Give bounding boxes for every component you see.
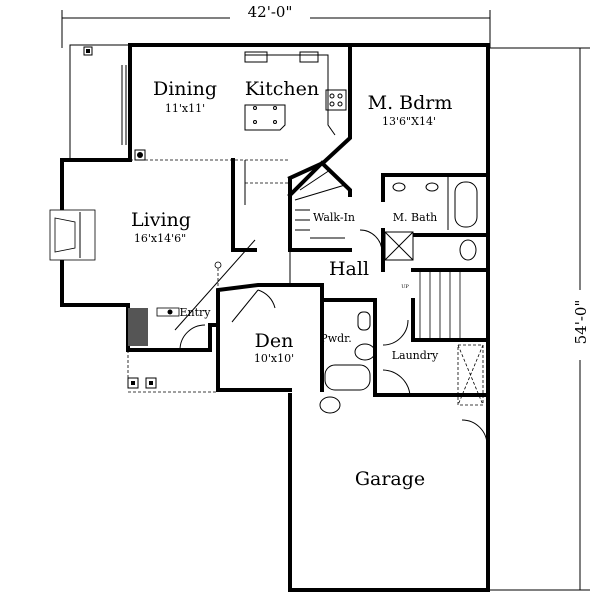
den xyxy=(216,283,324,392)
kitchen-label: Kitchen xyxy=(245,78,319,100)
exterior-walls xyxy=(60,43,490,592)
living-size: 16'x14'6" xyxy=(134,232,186,245)
living-details xyxy=(174,158,290,331)
master-bath-label: M. Bath xyxy=(393,211,437,224)
master-bath xyxy=(359,173,490,272)
laundry-label: Laundry xyxy=(392,349,439,362)
stairs-up-label: UP xyxy=(401,284,409,290)
fireplace xyxy=(49,209,96,261)
entry-label: Entry xyxy=(179,306,211,319)
width-dimension: 42'-0" xyxy=(61,3,491,48)
master-bedroom-size: 13'6"X14' xyxy=(382,115,436,128)
depth-label: 54'-0" xyxy=(572,300,590,345)
kitchen-fixtures xyxy=(130,51,352,181)
entry-closet xyxy=(127,307,218,393)
walk-in-label: Walk-In xyxy=(313,211,355,224)
den-label: Den xyxy=(255,330,294,352)
dining-label: Dining xyxy=(153,78,217,100)
hall-label: Hall xyxy=(329,258,369,280)
porch xyxy=(69,44,130,160)
dining-size: 11'x11' xyxy=(165,102,205,115)
living-label: Living xyxy=(131,209,191,231)
width-label: 42'-0" xyxy=(248,3,293,21)
service-area: UP xyxy=(289,250,490,446)
den-size: 10'x10' xyxy=(254,352,294,365)
garage-label: Garage xyxy=(355,468,425,490)
master-bedroom-label: M. Bdrm xyxy=(368,92,453,114)
depth-dimension: 54'-0" xyxy=(490,47,590,591)
powder-label: Pwdr. xyxy=(320,332,351,345)
